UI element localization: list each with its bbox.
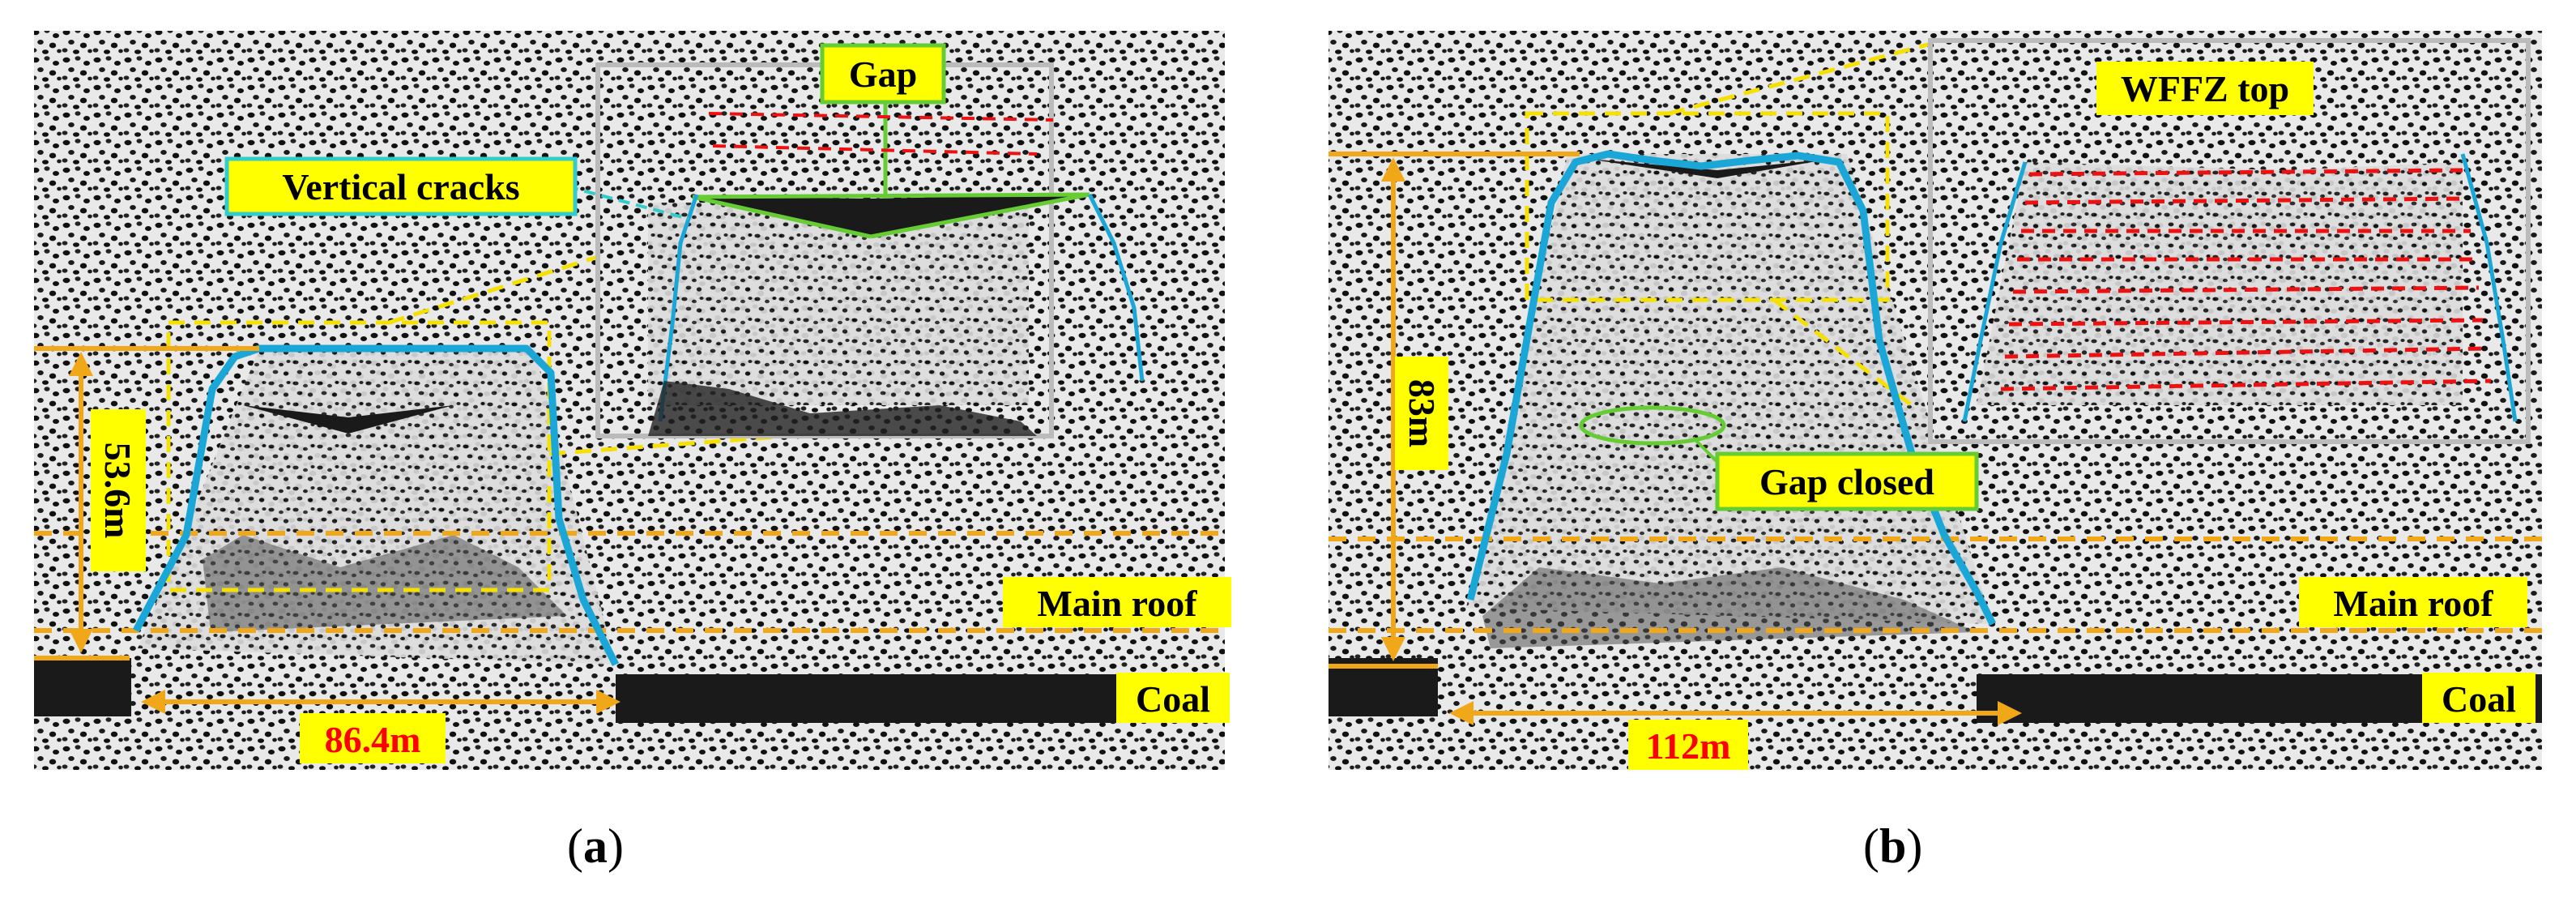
zoom-guide-b2 [1772, 298, 1913, 407]
main-roof-text-b: Main roof [2333, 583, 2493, 624]
width-text-b: 112m [1646, 725, 1731, 767]
wffz-top-text-b: WFFZ top [2121, 68, 2289, 109]
coal-text-a: Coal [1136, 678, 1210, 720]
gap-text-a: Gap [849, 53, 917, 95]
height-label-b: 83m [1395, 357, 1448, 470]
broken-rocks-a [203, 535, 567, 632]
gap-closed-text-b: Gap closed [1759, 461, 1934, 502]
vertical-cracks-text-a: Vertical cracks [282, 166, 519, 207]
fracture-boundary-a [133, 344, 620, 667]
height-label-a: 53.6m [91, 409, 146, 571]
main-roof-label-b: Main roof [2299, 577, 2527, 627]
red-dash-b6 [2008, 318, 2484, 327]
inset-b [1928, 38, 2531, 444]
inset-a [595, 62, 1145, 438]
coal-label-a: Coal [1116, 673, 1230, 723]
gap-void-b [1588, 159, 1831, 178]
inset-crack-left-b [1962, 161, 2028, 422]
red-dash-b7 [2004, 346, 2488, 359]
coal-label-b: Coal [2422, 673, 2535, 723]
red-dash-b8 [2000, 378, 2492, 391]
height-text-a: 53.6m [97, 442, 139, 539]
gap-left-line-a [692, 195, 872, 239]
inset-crack-right-a [1087, 193, 1145, 382]
red-dash-a2 [712, 144, 1038, 156]
caption-b-letter: b [1879, 819, 1907, 873]
cracks-leader-a [566, 185, 689, 220]
width-label-a: 86.4m [300, 713, 446, 763]
width-text-a: 86.4m [325, 719, 421, 760]
red-dash-b1 [2028, 168, 2463, 177]
gap-closed-label-b: Gap closed [1715, 451, 1979, 511]
vertical-cracks-label-a: Vertical cracks [224, 156, 578, 216]
inset-crack-right-b [2460, 153, 2518, 422]
zoom-box-b [1525, 111, 1890, 302]
main-roof-text-a: Main roof [1037, 583, 1197, 624]
gap-label-a: Gap [820, 43, 946, 105]
caption-a-letter: a [582, 819, 608, 873]
inset-gap-void-a [693, 195, 1090, 235]
red-dash-b5 [2012, 285, 2480, 294]
red-dash-a1 [708, 112, 1054, 122]
coal-text-b: Coal [2442, 678, 2516, 720]
zoom-box-a [166, 320, 552, 592]
wffz-top-label-b: WFFZ top [2096, 62, 2314, 115]
caption-a: (a) [567, 819, 624, 873]
main-roof-label-a: Main roof [1003, 577, 1231, 627]
height-text-b: 83m [1401, 379, 1443, 447]
gap-closed-ellipse-b [1579, 405, 1726, 446]
zoom-guide-a1 [388, 249, 616, 325]
panel-b: WFFZ top 83m Gap closed Main roof Coal 1… [1329, 31, 2542, 770]
gap-right-line-a [870, 192, 1090, 239]
caption-b: (b) [1863, 819, 1923, 873]
zoom-guide-b1 [1668, 42, 1929, 116]
panel-a: Gap Vertical cracks 53.6m Main roof Coal… [34, 31, 1231, 770]
inset-broken-a [648, 381, 1037, 436]
width-label-b: 112m [1628, 720, 1748, 770]
red-dash-b2 [2024, 196, 2467, 205]
gap-void-a [243, 405, 454, 434]
coal-seam-left-a [34, 658, 131, 716]
gap-top-line-a [692, 192, 1090, 199]
